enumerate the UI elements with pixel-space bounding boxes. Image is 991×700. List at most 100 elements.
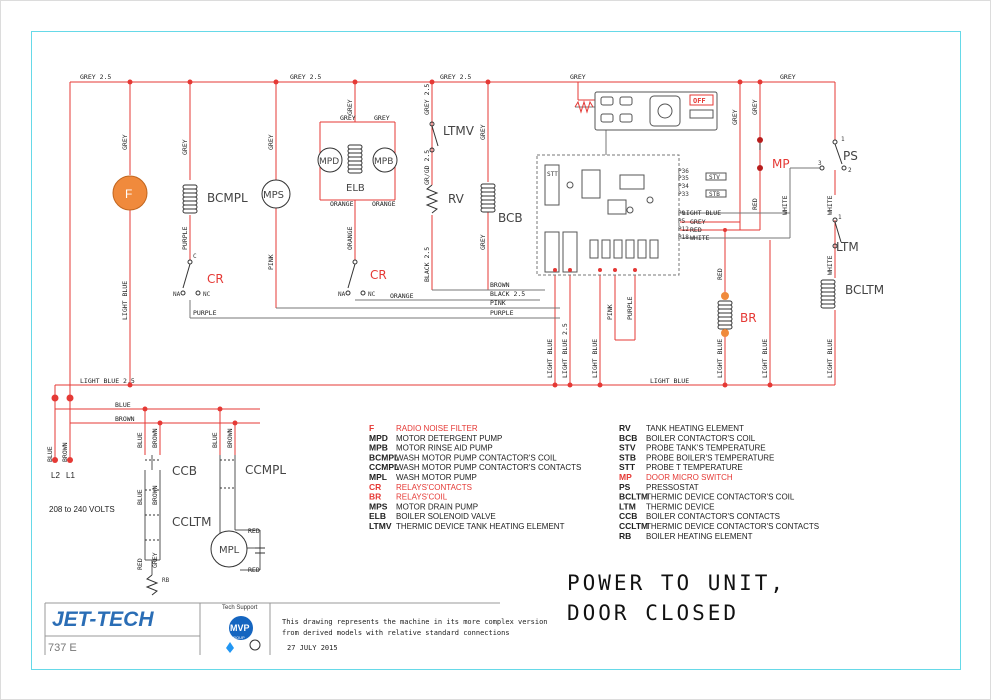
wire-label-grey: GREY <box>479 234 487 250</box>
wire-label-grgd: GR/GD 2.5 <box>423 150 431 185</box>
wire-label-grey: GREY <box>151 552 159 568</box>
wire-label-purple: PURPLE <box>193 309 217 317</box>
svg-text:MP: MP <box>772 157 790 171</box>
svg-text:BCLTM: BCLTM <box>845 283 884 297</box>
wire-label-light-blue: LIGHT BLUE <box>650 377 689 385</box>
return-wires <box>189 106 820 319</box>
wire-label-light-blue: LIGHT BLUE <box>682 209 721 217</box>
svg-text:CCLTM: CCLTM <box>172 515 211 529</box>
legend-key: MPD <box>369 433 388 443</box>
wire-label-orange: ORANGE <box>330 200 354 208</box>
legend-key: LTMV <box>369 521 392 531</box>
svg-text:RV: RV <box>448 192 465 206</box>
legend-key: PS <box>619 482 631 492</box>
status-line-2: DOOR CLOSED <box>567 601 739 625</box>
svg-text:GROUP: GROUP <box>230 635 245 640</box>
legend-key: BCLTM <box>619 492 648 502</box>
wire-label-white: WHITE <box>690 234 710 242</box>
svg-text:P18: P18 <box>678 234 689 241</box>
junction-dots <box>51 79 773 463</box>
svg-text:NC: NC <box>203 291 211 298</box>
wire-labels: GREY 2.5 GREY 2.5 GREY 2.5 GREY GREY GRE… <box>46 73 834 574</box>
legend-description: PROBE TANK'S TEMPERATURE <box>646 444 766 453</box>
terminal-l2: L2 <box>51 471 60 480</box>
wire-label-blue: BLUE <box>136 489 144 505</box>
supply-terminals: L2 L1 208 to 240 VOLTS <box>49 471 115 514</box>
control-panel-keypad: OFF <box>574 91 718 131</box>
radio-noise-filter: F <box>112 175 148 211</box>
phase-wires <box>54 81 836 460</box>
mvp-badge-text: MVP <box>230 623 250 633</box>
wire-label-brown: BROWN <box>151 428 159 448</box>
wire-label-light-blue: LIGHT BLUE <box>826 339 834 378</box>
wire-label-brown: BROWN <box>226 428 234 448</box>
wire-label-red: RED <box>136 558 144 570</box>
legend-description: BOILER CONTACTOR'S CONTACTS <box>646 512 780 521</box>
wire-label-grey-2-5: GREY 2.5 <box>423 84 431 115</box>
wire-label-grey: GREY <box>181 139 189 155</box>
wire-label-orange: ORANGE <box>390 292 414 300</box>
legend-description: WASH MOTOR PUMP CONTACTOR'S CONTACTS <box>396 463 581 472</box>
legend-key: MPS <box>369 501 388 511</box>
svg-text:CR: CR <box>207 272 224 286</box>
note-line-1: This drawing represents the machine in i… <box>282 618 548 626</box>
wire-label-brown: BROWN <box>61 442 69 462</box>
drawing-frame <box>31 31 961 670</box>
wire-label-grey-2-5: GREY 2.5 <box>440 73 471 81</box>
wire-label-grey: GREY <box>731 109 739 125</box>
legend-description: BOILER CONTACTOR'S COIL <box>646 434 756 443</box>
wire-label-grey: GREY <box>479 124 487 140</box>
mpl-wash-motor: MPL <box>210 530 265 568</box>
ps-pressostat: 1 2 3 PS <box>818 136 858 174</box>
legend-description: RELAYS'COIL <box>396 493 448 502</box>
legend-description: THERMIC DEVICE CONTACTOR'S COIL <box>646 493 795 502</box>
mvp-badge-icon <box>229 616 253 640</box>
terminal-l1: L1 <box>66 471 75 480</box>
control-board: STT P36 P35 P34 P33 STV STB P9 P5 <box>536 154 727 276</box>
wire-label-grey: GREY <box>346 99 354 115</box>
rv-heating-element: RV <box>425 184 465 214</box>
legend-description: TANK HEATING ELEMENT <box>646 424 744 433</box>
wire-label-grey: GREY <box>121 134 129 150</box>
cr-relay-contact-left: NA NC C CR <box>173 253 224 298</box>
wire-label-red: RED <box>248 527 260 535</box>
wire-label-light-blue-2-5: LIGHT BLUE 2.5 <box>561 323 569 378</box>
legend-description: PROBE BOILER'S TEMPERATURE <box>646 453 774 462</box>
svg-text:STB: STB <box>709 191 720 198</box>
wire-label-grey: GREY <box>690 218 706 226</box>
br-relay-coil: BR <box>717 292 757 337</box>
svg-text:LTM: LTM <box>836 240 859 254</box>
title-block: JET-TECH 737 E Tech Support MVP GROUP Th… <box>44 602 548 655</box>
svg-text:LTMV: LTMV <box>443 124 475 138</box>
wire-label-pink: PINK <box>606 304 614 320</box>
status-line-1: POWER TO UNIT, <box>567 571 786 595</box>
svg-text:1: 1 <box>841 136 845 143</box>
legend-description: MOTOR RINSE AID PUMP <box>396 444 493 453</box>
wire-label-white: WHITE <box>826 255 834 275</box>
legend-description: PRESSOSTAT <box>646 483 699 492</box>
svg-text:BCB: BCB <box>498 211 523 225</box>
svg-text:STV: STV <box>709 174 720 181</box>
wire-label-brown: BROWN <box>115 415 135 423</box>
svg-text:NA: NA <box>173 291 181 298</box>
wire-label-pink: PINK <box>490 299 506 307</box>
svg-text:1: 1 <box>838 214 842 221</box>
wire-label-orange: ORANGE <box>346 226 354 250</box>
legend-description: MOTOR DETERGENT PUMP <box>396 434 502 443</box>
wire-label-pink: PINK <box>267 254 275 270</box>
model-code: 737 E <box>48 642 77 654</box>
legend-key: CR <box>369 482 381 492</box>
svg-text:MPB: MPB <box>374 157 393 167</box>
wire-label-orange: ORANGE <box>372 200 396 208</box>
wire-label-grey: GREY <box>267 134 275 150</box>
svg-text:P35: P35 <box>678 175 689 182</box>
legend-description: THERMIC DEVICE <box>646 502 714 511</box>
legend-description: RADIO NOISE FILTER <box>396 424 478 433</box>
svg-text:F: F <box>125 187 132 201</box>
svg-text:P9: P9 <box>678 210 686 217</box>
wire-label-light-blue: LIGHT BLUE <box>546 339 554 378</box>
svg-text:CCB: CCB <box>172 464 197 478</box>
ltm-thermic-device: 1 LTM <box>832 214 859 254</box>
